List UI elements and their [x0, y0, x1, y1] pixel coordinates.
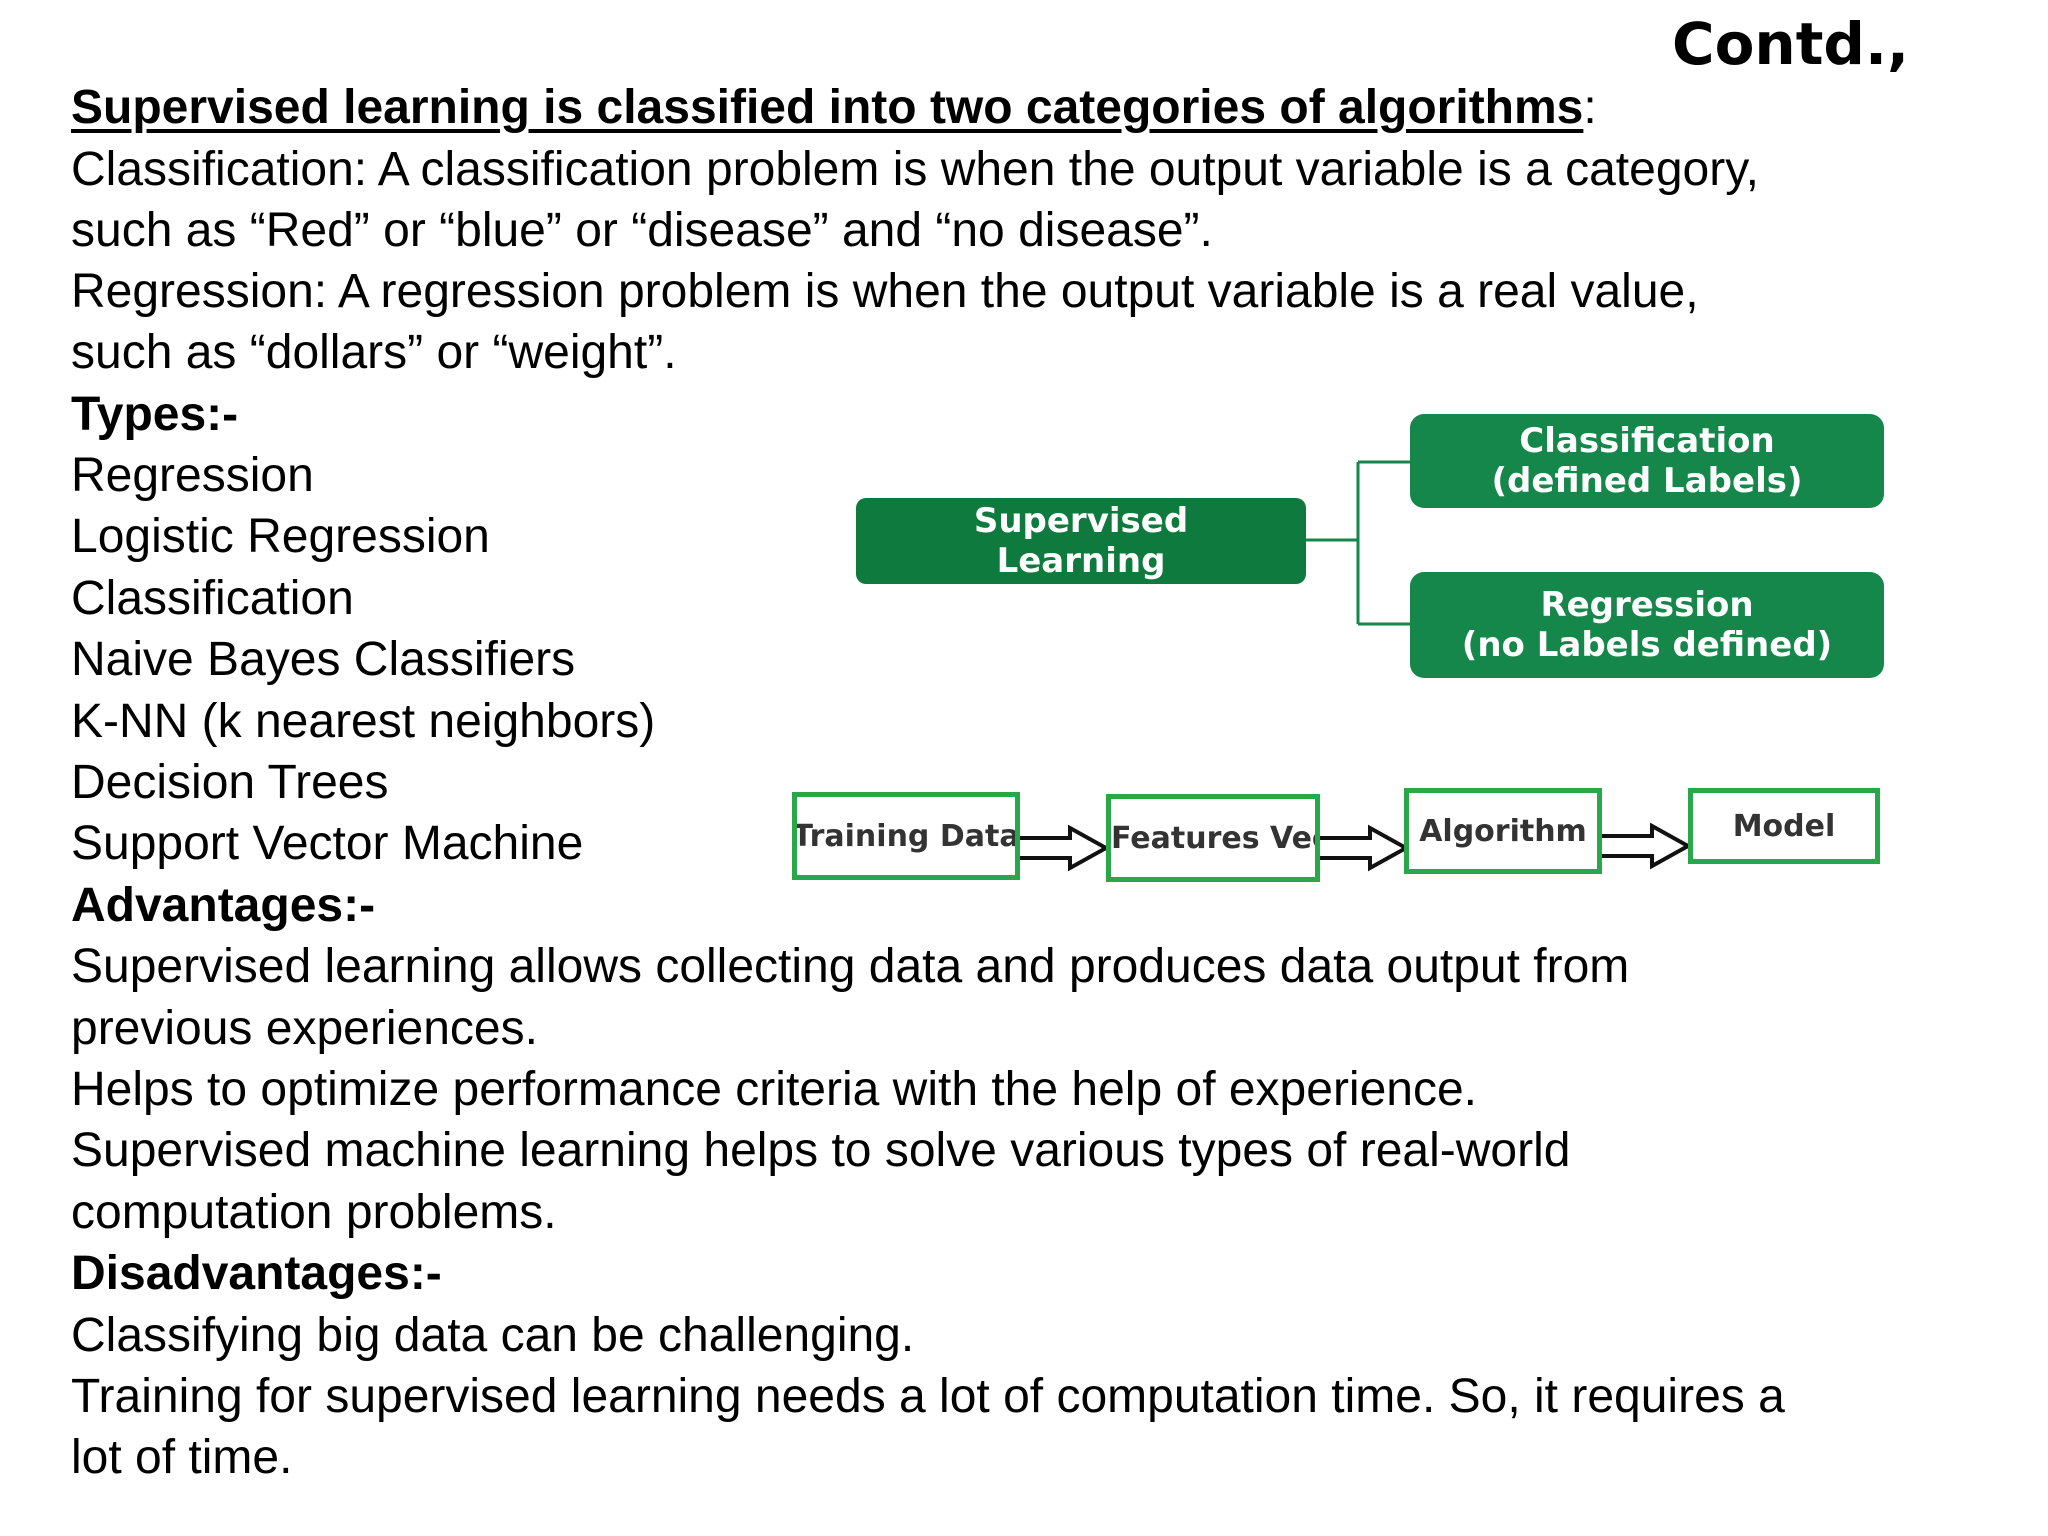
heading-text: Supervised learning is classified into t… [71, 81, 1584, 134]
classification-line2: (defined Labels) [1491, 461, 1803, 501]
disadvantages-title: Disadvantages:- [71, 1247, 442, 1300]
types-item: Decision Trees [71, 756, 389, 809]
types-item: Logistic Regression [71, 510, 490, 563]
types-item: K-NN (k nearest neighbors) [71, 695, 656, 748]
disadvantages-line: lot of time. [71, 1431, 293, 1484]
classification-box: Classification (defined Labels) [1410, 414, 1884, 508]
flow-step-algorithm: Algorithm [1404, 788, 1602, 874]
regression-box: Regression (no Labels defined) [1410, 572, 1884, 678]
arrow-right-icon [1016, 824, 1111, 872]
disadvantages-line: Training for supervised learning needs a… [71, 1370, 1785, 1423]
flow-step-features-vector: Features Vector [1106, 794, 1320, 882]
types-title: Types:- [71, 388, 239, 441]
regression-line2: (no Labels defined) [1461, 625, 1833, 665]
supervised-learning-line1: Supervised [973, 501, 1189, 541]
supervised-learning-line2: Learning [996, 541, 1166, 581]
advantages-line: Supervised machine learning helps to sol… [71, 1124, 1571, 1177]
intro-line-2: such as “Red” or “blue” or “disease” and… [71, 204, 1213, 257]
regression-line1: Regression [1540, 585, 1754, 625]
arrow-right-icon [1598, 822, 1693, 870]
types-item: Support Vector Machine [71, 817, 584, 870]
advantages-title: Advantages:- [71, 879, 376, 932]
intro-line-3: Regression: A regression problem is when… [71, 265, 1699, 318]
advantages-line: Supervised learning allows collecting da… [71, 940, 1630, 993]
advantages-line: Helps to optimize performance criteria w… [71, 1063, 1478, 1116]
flow-step-training-data: Training Data [792, 792, 1020, 880]
intro-line-1: Classification: A classification problem… [71, 143, 1759, 196]
arrow-right-icon [1316, 824, 1411, 872]
section-heading: Supervised learning is classified into t… [71, 80, 1597, 136]
supervised-learning-box: Supervised Learning [856, 498, 1306, 584]
contd-label: Contd., [1672, 10, 1910, 78]
flow-step-model: Model [1688, 788, 1880, 864]
types-item: Naive Bayes Classifiers [71, 633, 576, 686]
types-item: Regression [71, 449, 314, 502]
advantages-line: computation problems. [71, 1186, 557, 1239]
tree-connector-lines [1306, 460, 1410, 626]
advantages-line: previous experiences. [71, 1002, 538, 1055]
disadvantages-line: Classifying big data can be challenging. [71, 1309, 915, 1362]
intro-line-4: such as “dollars” or “weight”. [71, 326, 677, 379]
heading-colon: : [1583, 81, 1597, 134]
classification-line1: Classification [1519, 421, 1775, 461]
types-item: Classification [71, 572, 354, 625]
